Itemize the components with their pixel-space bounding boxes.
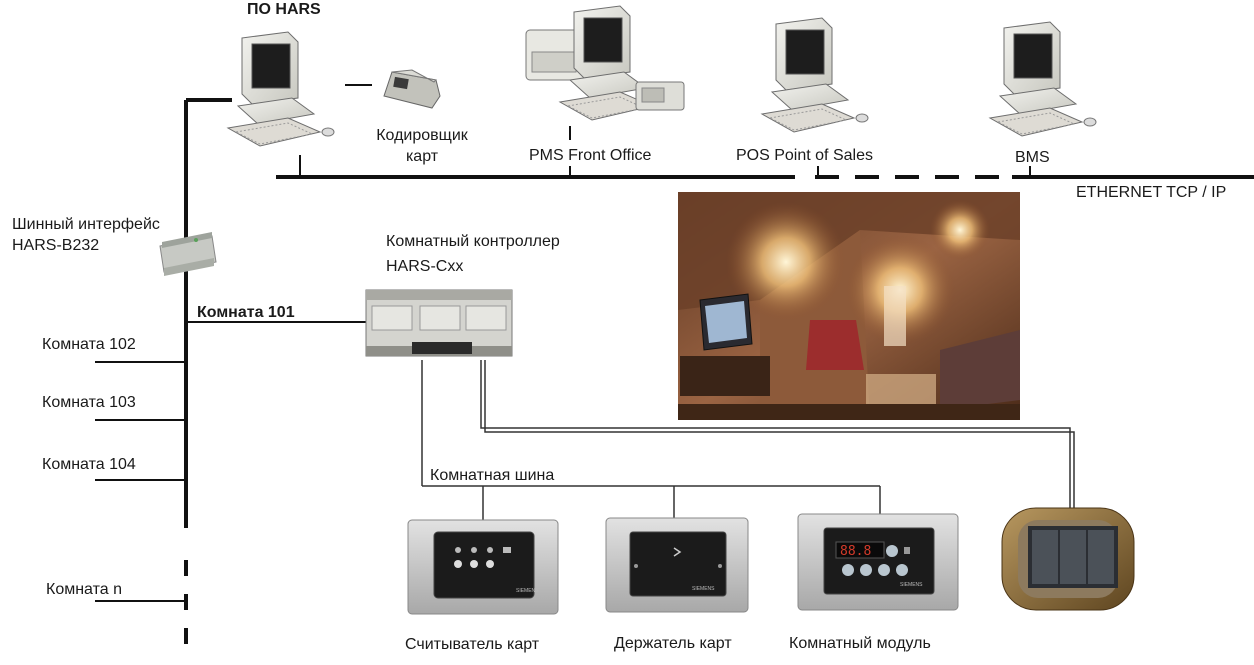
card-reader-label: Считыватель карт — [405, 636, 540, 653]
pms-computer-icon — [525, 5, 685, 121]
room-bus-label: Комнатная шина — [430, 467, 555, 484]
room-102-label: Комната 102 — [42, 336, 136, 353]
bms-computer-icon — [989, 21, 1097, 137]
card-reader-brand: SIEMENS — [516, 588, 539, 594]
room-controller-label-line2: HARS-Cxx — [386, 258, 464, 275]
card-holder-panel: SIEMENS — [605, 517, 749, 613]
room-controller-icon — [365, 289, 513, 357]
pms-label: PMS Front Office — [529, 147, 652, 164]
room-101-label: Комната 101 — [197, 304, 295, 321]
room-photo — [678, 192, 1020, 420]
room-module-panel: 88.8 SIEMENS — [797, 513, 959, 611]
room-module-brand: SIEMENS — [900, 582, 923, 588]
room-module-label: Комнатный модуль — [789, 635, 931, 652]
card-encoder-icon — [383, 69, 441, 109]
room-bus-wiring — [421, 360, 1075, 520]
card-holder-label: Держатель карт — [614, 635, 732, 652]
ethernet-label: ETHERNET TCP / IP — [1076, 184, 1227, 201]
card-holder-brand: SIEMENS — [692, 586, 715, 592]
room-module-display: 88.8 — [840, 544, 871, 559]
room-103-label: Комната 103 — [42, 394, 136, 411]
pos-computer-icon — [761, 17, 869, 133]
bms-label: BMS — [1015, 149, 1050, 166]
bus-interface-label-line1: Шинный интерфейс — [12, 216, 160, 233]
hars-software-label: ПО HARS — [247, 1, 321, 18]
room-riser-bus — [95, 98, 368, 660]
bus-interface-icon — [159, 232, 217, 276]
hars-computer-icon — [227, 31, 335, 147]
room-n-label: Комната n — [46, 581, 122, 598]
wall-switch-icon — [1001, 507, 1135, 611]
room-controller-label-line1: Комнатный контроллер — [386, 233, 560, 250]
bus-interface-label-line2: HARS-B232 — [12, 237, 100, 254]
pos-label: POS Point of Sales — [736, 147, 873, 164]
card-reader-panel: SIEMENS — [407, 519, 559, 615]
card-encoder-label-line2: карт — [405, 148, 439, 165]
card-encoder-label-line1: Кодировщик — [376, 127, 468, 144]
room-104-label: Комната 104 — [42, 456, 136, 473]
ethernet-bus — [276, 126, 1254, 179]
